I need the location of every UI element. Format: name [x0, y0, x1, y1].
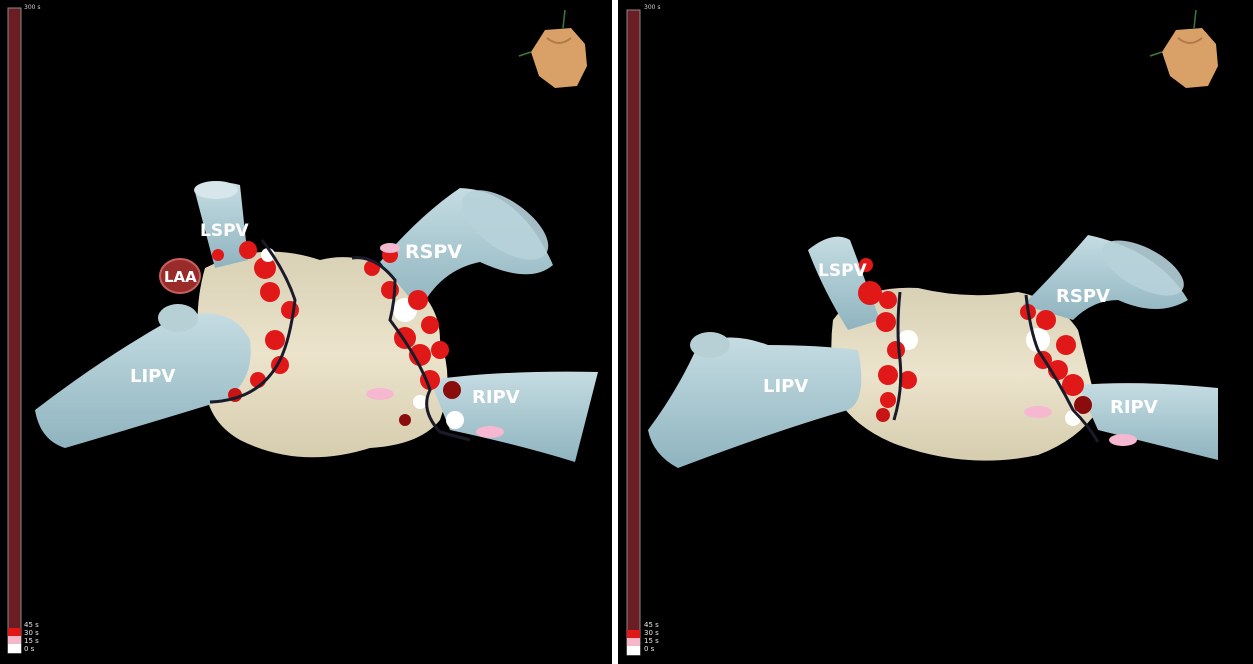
scale-tick-30: 30 s — [644, 630, 659, 637]
label-lipv: LIPV — [763, 376, 808, 397]
label-laa: LAA — [164, 268, 197, 286]
label-lspv: LSPV — [818, 261, 868, 281]
scale-top-label: 300 s — [644, 4, 661, 11]
scale-tick-15: 15 s — [644, 638, 659, 645]
time-scale-bar — [627, 10, 640, 655]
torso-orientation-icon — [519, 10, 587, 88]
scale-tick-0: 0 s — [644, 646, 654, 653]
scale-tick-45: 45 s — [644, 622, 659, 629]
ripv-vein — [1078, 383, 1218, 460]
label-ripv: RIPV — [1110, 397, 1158, 418]
label-lipv: LIPV — [130, 366, 175, 387]
label-ripv: RIPV — [472, 387, 520, 408]
torso-orientation-icon — [1150, 10, 1218, 88]
scale-tick-30: 30 s — [24, 630, 39, 637]
lipv-vein — [648, 338, 861, 469]
scale-tick-0: 0 s — [24, 646, 34, 653]
label-lspv: LSPV — [200, 221, 250, 241]
scale-tick-45: 45 s — [24, 622, 39, 629]
label-rspv: RSPV — [1056, 286, 1110, 307]
scale-tick-15: 15 s — [24, 638, 39, 645]
left-map-panel: LSPV RSPV LIPV RIPV LAA 300 s 45 s 30 s … — [0, 0, 612, 664]
time-scale-bar — [8, 8, 21, 653]
label-rspv: RSPV — [405, 241, 462, 263]
scale-top-label: 300 s — [24, 4, 41, 11]
right-3d-map: LSPV RSPV LIPV RIPV — [618, 0, 1253, 664]
right-map-panel: LSPV RSPV LIPV RIPV 300 s 45 s 30 s 15 s… — [618, 0, 1253, 664]
left-3d-map: LSPV RSPV LIPV RIPV LAA — [0, 0, 612, 664]
